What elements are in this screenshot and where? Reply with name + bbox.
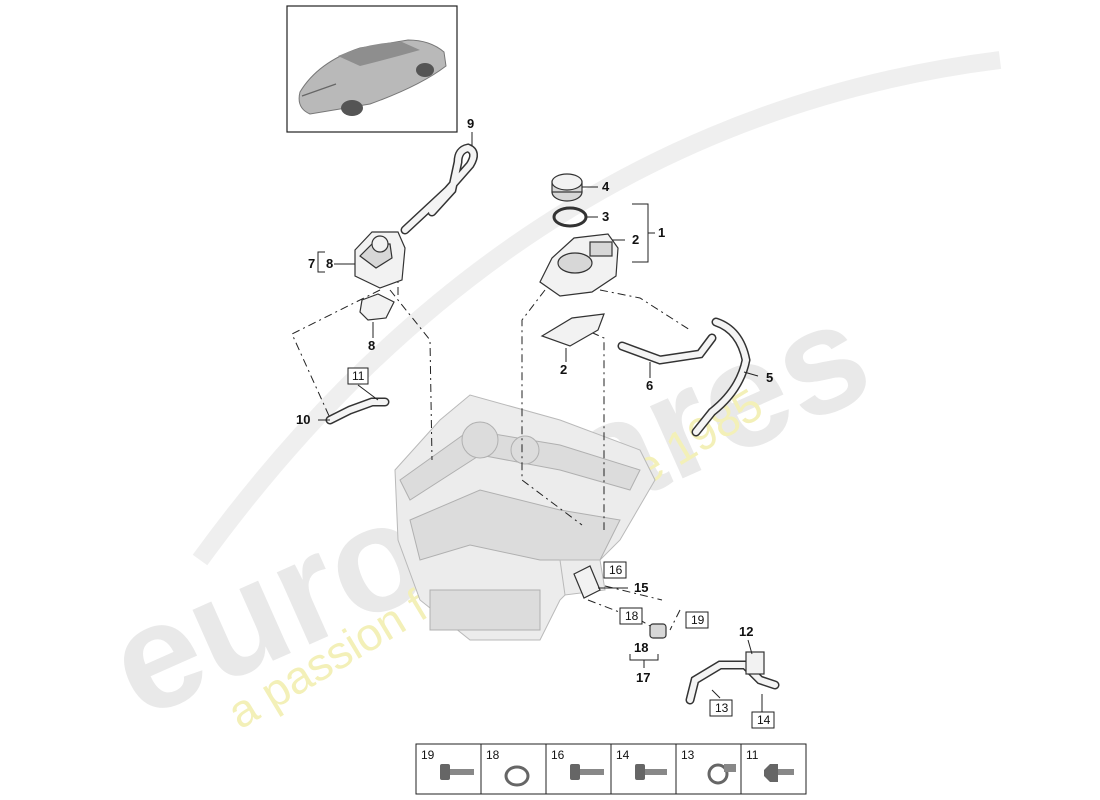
callout-3: 3 bbox=[602, 209, 609, 224]
part-3-seal-ring bbox=[552, 206, 588, 228]
callout-12: 12 bbox=[739, 624, 753, 639]
callout-7: 7 bbox=[308, 256, 315, 271]
clamp-icon bbox=[707, 763, 736, 785]
callout-8-top: 8 bbox=[326, 256, 333, 271]
leader-lines bbox=[317, 132, 763, 712]
callout-4: 4 bbox=[602, 179, 610, 194]
bolt-icon bbox=[635, 764, 667, 780]
boxed-ref-13: 13 bbox=[709, 699, 733, 717]
svg-text:13: 13 bbox=[681, 748, 695, 762]
legend-item-19: 19 bbox=[421, 748, 474, 780]
svg-text:19: 19 bbox=[691, 613, 705, 627]
bolt-icon bbox=[440, 764, 474, 780]
part-15-bracket bbox=[573, 565, 601, 599]
boxed-ref-19: 19 bbox=[685, 611, 709, 629]
callout-15: 15 bbox=[634, 580, 648, 595]
fastener-legend: 19 18 16 14 13 bbox=[415, 743, 807, 795]
callout-2-bottom: 2 bbox=[560, 362, 567, 377]
svg-text:14: 14 bbox=[757, 713, 771, 727]
part-4-filler-cap bbox=[551, 173, 583, 202]
boxed-ref-14: 14 bbox=[751, 711, 775, 729]
legend-item-14: 14 bbox=[616, 748, 667, 780]
svg-text:14: 14 bbox=[616, 748, 630, 762]
watermark: eurospares a passion for parts since 198… bbox=[85, 51, 1002, 749]
svg-text:16: 16 bbox=[551, 748, 565, 762]
svg-text:18: 18 bbox=[486, 748, 500, 762]
callout-10: 10 bbox=[296, 412, 310, 427]
svg-text:18: 18 bbox=[625, 609, 639, 623]
callout-8-bottom: 8 bbox=[368, 338, 375, 353]
callout-6: 6 bbox=[646, 378, 653, 393]
part-9-breather-pipe bbox=[400, 143, 478, 235]
legend-item-18: 18 bbox=[486, 748, 530, 787]
callout-1: 1 bbox=[658, 225, 665, 240]
engine-block bbox=[394, 394, 656, 641]
callouts: 4 3 2 1 7 8 8 9 10 2 6 5 15 18 17 12 bbox=[296, 116, 773, 685]
part-5-pipe bbox=[691, 317, 751, 437]
svg-text:16: 16 bbox=[609, 563, 623, 577]
screw-icon bbox=[764, 764, 794, 782]
part-8-gasket-left bbox=[359, 293, 395, 321]
callout-2-top: 2 bbox=[632, 232, 639, 247]
boxed-ref-11: 11 bbox=[347, 367, 369, 385]
boxed-ref-18: 18 bbox=[619, 607, 643, 625]
part-6-hose bbox=[617, 333, 717, 365]
part-12-hose-assembly bbox=[649, 623, 780, 705]
legend-item-11: 11 bbox=[746, 748, 794, 782]
part-1-housing bbox=[539, 233, 619, 297]
callout-17: 17 bbox=[636, 670, 650, 685]
part-7-oil-separator bbox=[354, 231, 406, 289]
boxed-refs: 11 16 18 19 13 14 bbox=[347, 367, 775, 729]
part-10-hose bbox=[325, 397, 390, 425]
callout-9: 9 bbox=[467, 116, 474, 131]
callout-5: 5 bbox=[766, 370, 773, 385]
svg-text:19: 19 bbox=[421, 748, 435, 762]
svg-text:11: 11 bbox=[746, 748, 759, 762]
legend-item-13: 13 bbox=[681, 748, 736, 785]
svg-text:13: 13 bbox=[715, 701, 729, 715]
car-image bbox=[298, 39, 447, 116]
bolt-icon bbox=[570, 764, 604, 780]
boxed-ref-16: 16 bbox=[603, 561, 627, 579]
seal-ring-icon bbox=[504, 765, 530, 787]
callout-18: 18 bbox=[634, 640, 648, 655]
svg-text:11: 11 bbox=[352, 369, 365, 383]
legend-item-16: 16 bbox=[551, 748, 604, 780]
vehicle-thumbnail bbox=[286, 5, 458, 133]
part-2-gasket-center bbox=[540, 313, 605, 347]
